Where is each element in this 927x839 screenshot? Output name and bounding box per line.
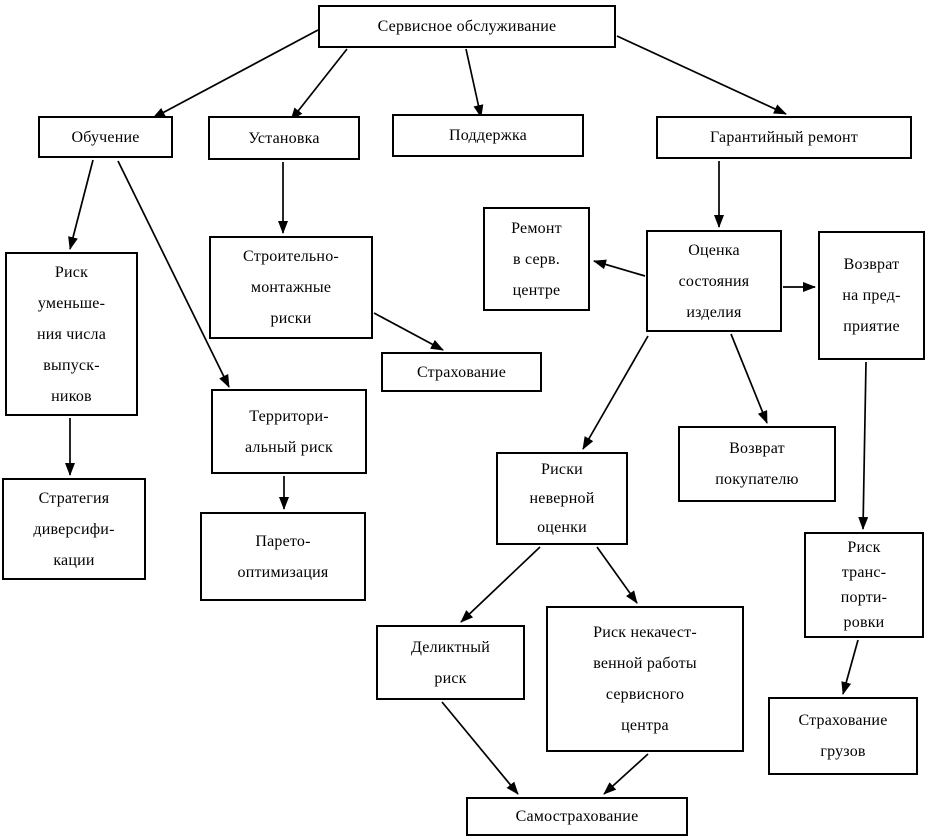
node-label-line: Риск некачест- — [593, 624, 697, 641]
edge-risk-transportirovki--strahovanie-gruzov — [841, 639, 859, 695]
node-label-line: оценки — [537, 519, 587, 536]
node-label-line: венной работы — [593, 655, 697, 672]
node-label-line: Риск — [847, 539, 881, 556]
edge-riski-nevernoj-ocenki--deliktnyj-risk — [460, 546, 541, 623]
node-label-line: приятие — [843, 318, 900, 335]
node-label-line: Парето- — [255, 532, 311, 550]
node-label-line: Обучение — [71, 128, 140, 146]
node-label-line: Риск — [54, 263, 89, 281]
node-label-line: монтажные — [250, 279, 332, 296]
node-label-line: грузов — [820, 743, 866, 760]
node-label-line: в серв. — [513, 250, 560, 268]
node-label-line: Гарантийный ремонт — [710, 129, 858, 146]
edge-riski-nevernoj-ocenki--risk-nekachestvennoj-raboty — [596, 546, 638, 604]
node-label-line: Ремонт — [511, 219, 562, 237]
node-label-line: ния числа — [36, 325, 107, 343]
node-label-line: транс- — [841, 564, 887, 581]
node-label-line: уменьше- — [37, 294, 106, 312]
node-label-line: Территори- — [249, 407, 329, 425]
node-deliktnyj-risk: Деликтный риск — [376, 625, 525, 700]
node-label-line: Риски — [541, 461, 583, 478]
node-label-line: на пред- — [842, 287, 901, 304]
edge-deliktnyj-risk--samostrahovanie — [441, 701, 519, 795]
edge-root--garantijnyj-remont — [616, 35, 787, 115]
node-label-line: покупателю — [715, 471, 799, 488]
edge-ocenka-sostoyaniya--vozvrat-pokupatelyu — [730, 333, 768, 424]
node-label-line: выпуск- — [43, 356, 100, 374]
edge-risk-nekachestvennoj-raboty--samostrahovanie — [603, 753, 649, 795]
edge-ocenka-sostoyaniya--remont-v-serv-centre — [593, 259, 646, 277]
node-label-line: состояния — [678, 272, 750, 290]
node-vozvrat-pokupatelyu: Возврат покупателю — [678, 426, 836, 502]
edge-root--obuchenie — [152, 29, 319, 119]
node-riski-nevernoj-ocenki: Риски неверной оценки — [496, 452, 628, 545]
node-ustanovka: Установка — [208, 116, 360, 160]
node-label-line: Возврат — [729, 440, 785, 457]
node-label-line: Страхование — [798, 712, 888, 729]
node-label-line: Страхование — [416, 363, 506, 381]
node-podderzhka: Поддержка — [392, 114, 584, 157]
edge-stroitelno-montazhnye-riski--strahovanie — [373, 312, 444, 351]
node-label-line: оптимизация — [237, 563, 329, 581]
node-risk-transportirovki: Риск транс-порти-ровки — [804, 532, 924, 638]
node-root: Сервисное обслуживание — [318, 5, 616, 48]
node-label-line: Возврат — [843, 256, 900, 273]
node-risk-umensheniya: Риск уменьше-ния числа выпуск-ников — [5, 252, 138, 416]
node-label-line: ровки — [843, 614, 885, 631]
node-label-line: Оценка — [688, 241, 740, 259]
edge-vozvrat-na-predpriyatie--risk-transportirovki — [858, 361, 869, 530]
node-label-line: Установка — [248, 129, 320, 147]
node-strahovanie: Страхование — [381, 352, 542, 392]
node-label-line: альный риск — [244, 438, 334, 456]
node-ocenka-sostoyaniya: Оценка состояния изделия — [646, 230, 782, 332]
node-label-line: риск — [434, 669, 467, 687]
node-label-line: Сервисное обслуживание — [377, 18, 557, 35]
node-label-line: ников — [51, 387, 92, 405]
node-strategiya-diversifikacii: Стратегия диверсифи-кации — [2, 478, 146, 580]
node-label-line: изделия — [686, 303, 742, 321]
edge-ocenka-sostoyaniya--riski-nevernoj-ocenki — [582, 335, 649, 450]
node-label-line: Деликтный — [411, 638, 490, 656]
node-obuchenie: Обучение — [38, 116, 173, 158]
node-stroitelno-montazhnye-riski: Строительно-монтажные риски — [209, 236, 373, 339]
edge-root--ustanovka — [290, 48, 348, 121]
node-label-line: порти- — [840, 589, 888, 606]
node-label-line: Самострахование — [515, 808, 639, 825]
node-label-line: неверной — [529, 490, 595, 507]
node-remont-v-serv-centre: Ремонт в серв. центре — [483, 207, 590, 311]
node-pareto-optimizaciya: Парето-оптимизация — [200, 512, 366, 601]
edges-group — [65, 29, 869, 795]
node-label-line: кации — [53, 551, 95, 569]
edge-root--podderzhka — [465, 48, 484, 118]
node-label-line: центре — [512, 281, 561, 299]
node-risk-nekachestvennoj-raboty: Риск некачест-венной работы сервисного цен… — [546, 606, 744, 752]
node-label-line: сервисного — [605, 686, 685, 703]
node-garantijnyj-remont: Гарантийный ремонт — [656, 116, 912, 159]
node-vozvrat-na-predpriyatie: Возврат на пред-приятие — [818, 231, 925, 360]
node-samostrahovanie: Самострахование — [466, 797, 688, 836]
edge-obuchenie--territorialnyj-risk — [117, 160, 230, 388]
node-label-line: Стратегия — [38, 489, 110, 507]
node-label-line: центра — [621, 717, 669, 734]
node-strahovanie-gruzov: Страхование грузов — [768, 697, 918, 775]
node-label-line: риски — [270, 310, 312, 327]
node-label-line: Строительно- — [243, 248, 339, 265]
edge-obuchenie--risk-umensheniya — [68, 159, 94, 250]
node-label-line: диверсифи- — [33, 520, 115, 538]
node-label-line: Поддержка — [449, 127, 527, 144]
node-territorialnyj-risk: Территори-альный риск — [211, 389, 367, 474]
